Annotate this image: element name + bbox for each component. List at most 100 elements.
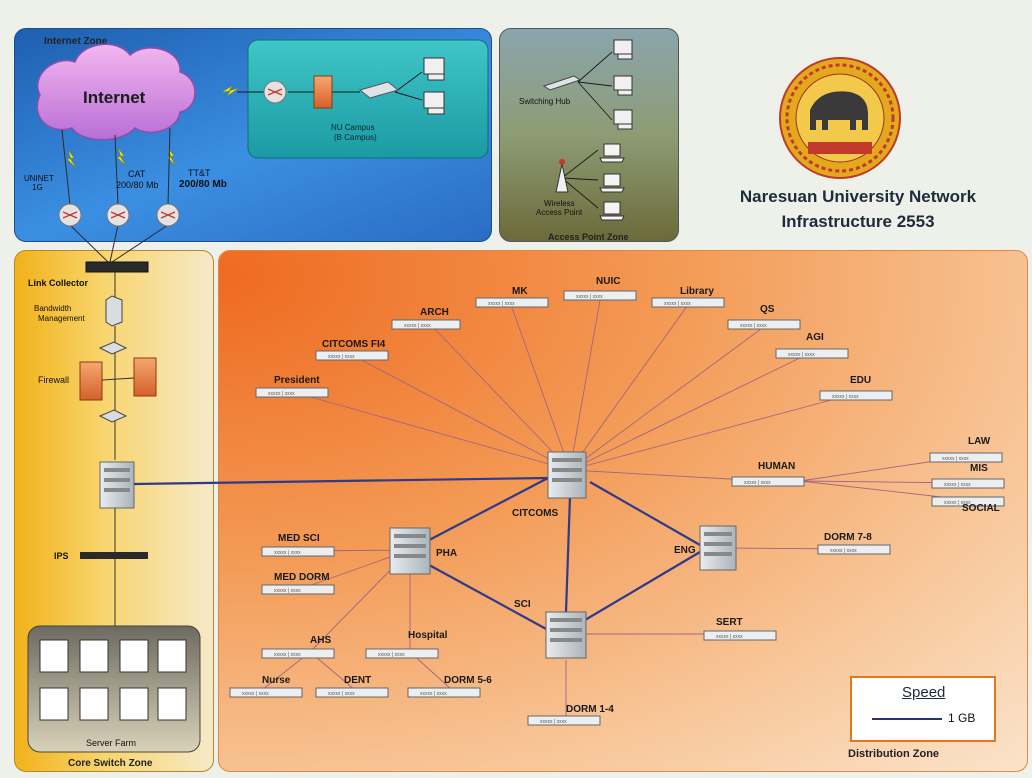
building-label: DORM 5-6 xyxy=(444,675,492,686)
building-label: AGI xyxy=(806,332,824,343)
building-social: SOCIAL xxxxx | xxxx xyxy=(931,496,1005,514)
building-label: CITCOMS FI4 xyxy=(322,339,386,350)
ips-label: IPS xyxy=(54,551,69,561)
building-label: LAW xyxy=(968,436,991,447)
building-dorm-5-6: DORM 5-6 xxxxx | xxxx xyxy=(407,675,492,698)
link-collector-icon xyxy=(85,261,149,273)
building-label: President xyxy=(274,375,320,386)
ips-icon xyxy=(80,552,148,559)
switch-port-text: xxxxx | xxxx xyxy=(664,301,691,307)
building-label: NUIC xyxy=(596,276,620,287)
bandwidth-label-2: Management xyxy=(38,314,85,323)
internet-cloud-label: Internet xyxy=(83,88,146,107)
building-label: Nurse xyxy=(262,675,291,686)
pha-label: PHA xyxy=(436,548,457,559)
building-label: MK xyxy=(512,286,528,297)
nu-campus-sub: (B Campus) xyxy=(334,133,377,142)
switch-port-text: xxxxx | xxxx xyxy=(328,691,355,697)
building-label: DORM 1-4 xyxy=(566,704,614,715)
building-label: ARCH xyxy=(420,307,449,318)
distribution-zone-title: Distribution Zone xyxy=(848,748,940,760)
link-uninet-speed: 1G xyxy=(32,183,43,192)
switch-port-text: xxxxx | xxxx xyxy=(744,480,771,486)
campus-switch-icon xyxy=(358,81,400,99)
nu-campus-label: NU Campus xyxy=(331,123,375,132)
building-hospital: Hospital xxxxx | xxxx xyxy=(365,630,448,659)
switch-port-text: xxxxx | xxxx xyxy=(274,550,301,556)
laptop-icon xyxy=(599,143,625,221)
switch-port-text: xxxxx | xxxx xyxy=(540,719,567,725)
switch-port-text: xxxxx | xxxx xyxy=(576,294,603,300)
title-line-1: Naresuan University Network xyxy=(739,187,977,206)
campus-firewall-icon xyxy=(313,75,333,109)
building-qs: QS xxxxx | xxxx xyxy=(727,304,801,330)
link-ttt-name: TT&T xyxy=(188,168,211,178)
internet-cloud-icon xyxy=(36,43,196,141)
server-farm-box xyxy=(27,625,201,753)
building-label: MED DORM xyxy=(274,572,330,583)
building-nuic: NUIC xxxxx | xxxx xyxy=(563,276,637,301)
access-point-zone xyxy=(499,28,679,242)
building-edu: EDU xxxxx | xxxx xyxy=(819,375,893,401)
switching-hub-label: Switching Hub xyxy=(519,97,571,106)
building-label: DENT xyxy=(344,675,371,686)
building-label: HUMAN xyxy=(758,461,795,472)
bandwidth-management-icon xyxy=(105,295,123,327)
building-citcoms-fi4: CITCOMS FI4 xxxxx | xxxx xyxy=(315,339,389,361)
switch-port-text: xxxxx | xxxx xyxy=(944,482,971,488)
firewall-icon xyxy=(79,341,157,423)
eng-switch-icon xyxy=(699,525,737,571)
sci-label: SCI xyxy=(514,599,531,610)
building-human: HUMAN xxxxx | xxxx xyxy=(731,461,805,487)
university-seal-logo xyxy=(779,57,901,179)
building-label: Library xyxy=(680,286,714,297)
link-uninet-name: UNINET xyxy=(24,174,54,183)
core-switch-icon xyxy=(99,461,135,509)
firewall-label: Firewall xyxy=(38,375,69,385)
switch-port-text: xxxxx | xxxx xyxy=(944,500,971,506)
building-label: Hospital xyxy=(408,630,448,641)
building-law: LAW xxxxx | xxxx xyxy=(929,436,1003,463)
building-mis: MIS xxxxx | xxxx xyxy=(931,463,1005,489)
building-mk: MK xxxxx | xxxx xyxy=(475,286,549,308)
building-president: President xxxxx | xxxx xyxy=(255,375,329,398)
diagram-title: Naresuan University Network Infrastructu… xyxy=(692,184,1024,234)
internet-zone-title: Internet Zone xyxy=(44,36,108,47)
switch-port-text: xxxxx | xxxx xyxy=(488,301,515,307)
building-label: MIS xyxy=(970,463,988,474)
bandwidth-label-1: Bandwidth xyxy=(34,304,71,313)
switching-hub-icon xyxy=(542,75,582,91)
eng-label: ENG xyxy=(674,545,696,556)
gigabit-links xyxy=(133,476,701,631)
link-cat-speed: 200/80 Mb xyxy=(116,180,159,190)
switch-port-text: xxxxx | xxxx xyxy=(378,652,405,658)
legend-value: 1 GB xyxy=(948,711,976,725)
access-point-zone-title: Access Point Zone xyxy=(548,232,629,242)
building-dorm-7-8: DORM 7-8 xxxxx | xxxx xyxy=(817,532,891,555)
legend-title: Speed xyxy=(902,684,946,701)
building-med-dorm: MED DORM xxxxx | xxxx xyxy=(261,572,335,595)
pha-switch-icon xyxy=(389,527,431,575)
building-label: AHS xyxy=(310,635,331,646)
switch-port-text: xxxxx | xxxx xyxy=(268,391,295,397)
switch-port-text: xxxxx | xxxx xyxy=(242,691,269,697)
building-label: SERT xyxy=(716,617,743,628)
citcoms-core-switch-icon xyxy=(547,451,587,499)
building-nurse: Nurse xxxxx | xxxx xyxy=(229,675,303,698)
core-switch-zone-title: Core Switch Zone xyxy=(68,758,153,769)
building-label: EDU xyxy=(850,375,871,386)
switch-port-text: xxxxx | xxxx xyxy=(716,634,743,640)
server-icon xyxy=(39,639,187,721)
building-dent: DENT xxxxx | xxxx xyxy=(315,675,389,698)
building-ahs: AHS xxxxx | xxxx xyxy=(261,635,335,659)
building-label: MED SCI xyxy=(278,533,320,544)
wireless-access-point-icon xyxy=(555,159,569,193)
switch-port-text: xxxxx | xxxx xyxy=(740,323,767,329)
link-ttt-speed: 200/80 Mb xyxy=(179,179,227,190)
speed-legend: Speed 1 GB xyxy=(850,676,996,742)
router-icon xyxy=(58,203,180,227)
switch-port-text: xxxxx | xxxx xyxy=(832,394,859,400)
citcoms-label: CITCOMS xyxy=(512,508,558,519)
switch-port-text: xxxxx | xxxx xyxy=(404,323,431,329)
